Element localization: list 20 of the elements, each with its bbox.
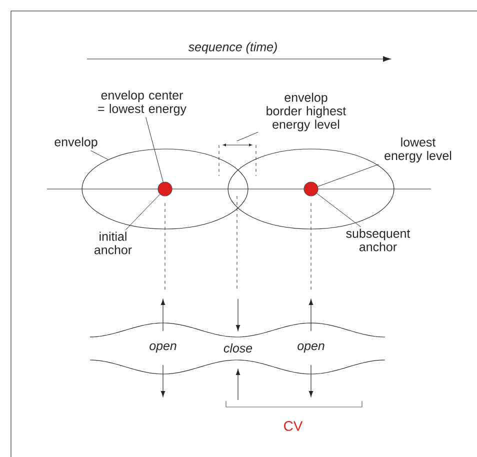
leader-line (318, 164, 379, 187)
anchor-dot (304, 182, 318, 196)
leader-line (146, 117, 164, 182)
leader-line (90, 150, 108, 160)
annotation-text: envelop center = lowest energy (98, 90, 186, 116)
annotation-text: initial anchor (94, 232, 132, 254)
state-label: close (224, 343, 252, 353)
leader-line (125, 194, 160, 230)
annotation-text: lowest energy level (384, 137, 452, 163)
anchor-dot (158, 182, 172, 196)
state-label: open (150, 343, 176, 353)
annotation-text: envelop border highest energy level (266, 92, 346, 132)
state-label: open (298, 343, 324, 353)
axis-label: sequence (time) (188, 42, 277, 54)
annotation-text: subsequent anchor (346, 228, 410, 252)
leader-line (236, 132, 258, 142)
leader-line (316, 193, 362, 228)
bracket-label: CV (284, 421, 303, 431)
annotation-text: envelop (54, 137, 98, 149)
envelope-ellipse (82, 148, 248, 230)
